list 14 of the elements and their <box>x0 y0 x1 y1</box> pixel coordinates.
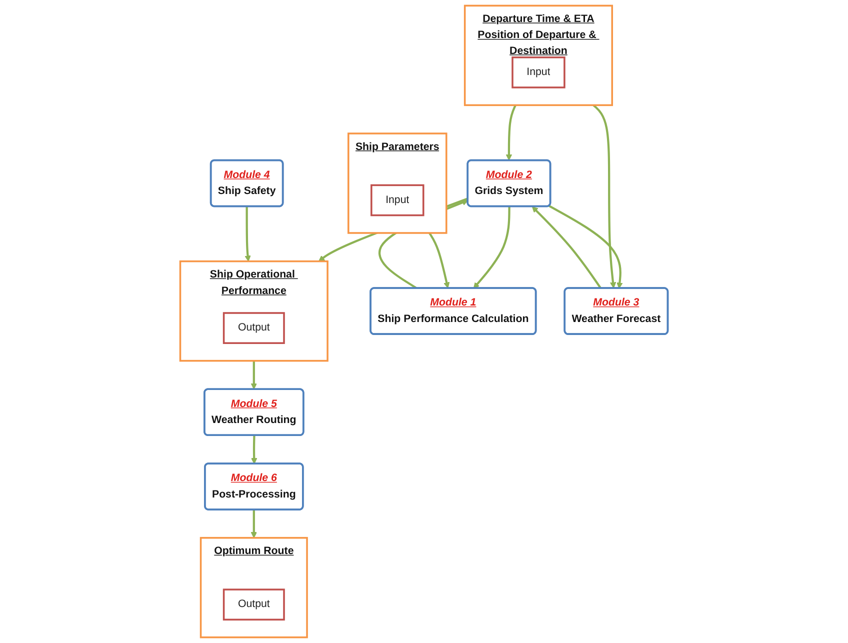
node-box: Output <box>222 588 285 621</box>
arrow <box>250 510 258 538</box>
arrow <box>244 206 251 262</box>
arrow <box>592 104 616 288</box>
node-box: Output <box>222 312 285 344</box>
arrow <box>251 435 258 464</box>
arrow <box>548 204 623 289</box>
arrow <box>250 360 258 390</box>
node-box: Input <box>512 56 566 88</box>
arrow <box>428 232 450 288</box>
arrow <box>532 206 602 289</box>
node-box: Input <box>370 184 424 216</box>
arrow <box>473 206 510 289</box>
arrow <box>506 104 516 160</box>
